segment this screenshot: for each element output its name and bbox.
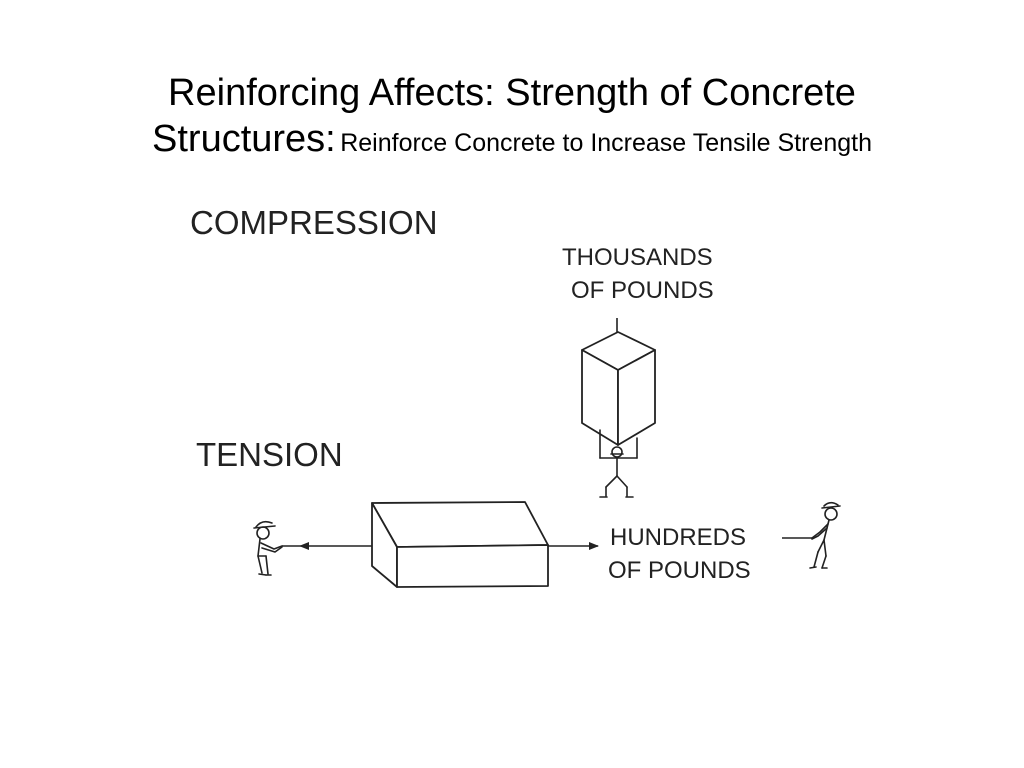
compression-label: COMPRESSION (190, 204, 438, 241)
tension-arrows (282, 537, 812, 550)
title-line-2: Structures: (152, 118, 336, 160)
tension-load-line-1: HUNDREDS (610, 524, 746, 551)
title-line-1: Reinforcing Affects: Strength of Concret… (168, 72, 856, 114)
title-subtitle: Reinforce Concrete to Increase Tensile S… (340, 129, 872, 157)
right-pulling-person-icon (809, 501, 841, 569)
compression-load-line-1: THOUSANDS (562, 244, 713, 271)
compression-concrete-block (581, 331, 656, 446)
person-under-block-icon (599, 429, 638, 498)
tension-load-line-2: OF POUNDS (608, 557, 751, 584)
compression-load-line-2: OF POUNDS (571, 277, 714, 304)
left-pulling-person-icon (253, 520, 283, 576)
slide-title: Reinforcing Affects: Strength of Concret… (0, 70, 1024, 170)
tension-concrete-block (371, 501, 549, 588)
tension-label: TENSION (196, 436, 343, 473)
